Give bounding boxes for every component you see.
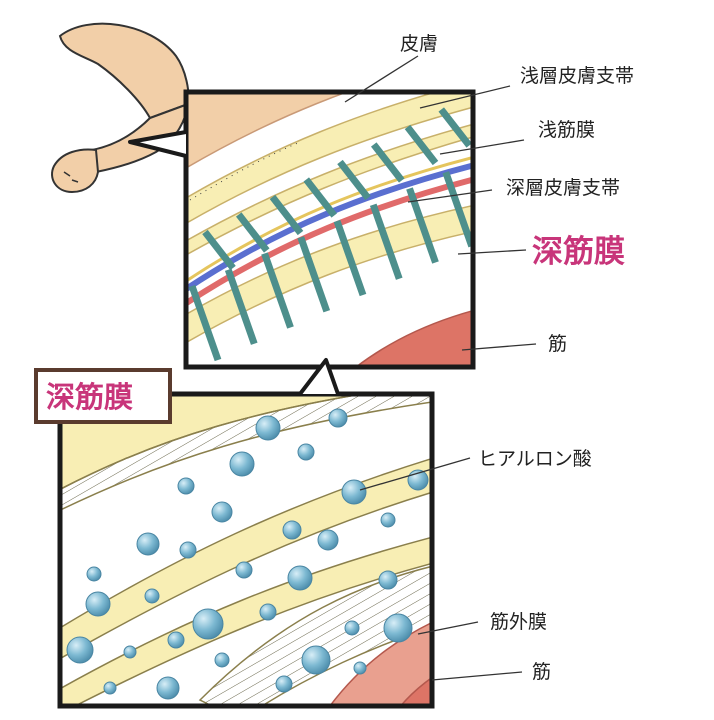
hyaluronic-droplet xyxy=(344,620,360,636)
label-superficial-fascia: 浅筋膜 xyxy=(538,119,595,141)
deep-retinaculum-fiber xyxy=(369,203,403,280)
hyaluronic-droplet xyxy=(353,661,367,675)
fascia-sublayer-middle xyxy=(60,457,432,660)
upper-magnified-section xyxy=(128,89,508,370)
hyaluronic-droplet xyxy=(235,561,253,579)
lower-magnified-section xyxy=(57,358,435,709)
hyaluronic-droplet xyxy=(378,570,398,590)
deep-fascia-layer xyxy=(186,204,473,344)
hyaluronic-droplet xyxy=(214,652,230,668)
label-skin: 皮膚 xyxy=(400,33,438,55)
upper-leader-lines xyxy=(344,55,537,351)
hyaluronic-droplet xyxy=(86,566,102,582)
superficial-retinaculum-fiber xyxy=(202,229,236,271)
label-hyaluronic-acid: ヒアルロン酸 xyxy=(478,448,592,470)
superficial-retinaculum-fiber xyxy=(303,177,338,218)
hyaluronic-droplet xyxy=(66,636,94,664)
hyaluronic-droplet xyxy=(103,681,117,695)
artery xyxy=(186,176,473,307)
hyaluronic-droplet xyxy=(192,608,224,640)
hyaluronic-droplet xyxy=(328,408,348,428)
deep-retinaculum-fiber xyxy=(297,236,331,313)
muscle-layer xyxy=(354,309,473,367)
label-deep-fascia: 深筋膜 xyxy=(532,234,625,270)
hyaluronic-droplet xyxy=(297,443,315,461)
hyaluronic-droplet xyxy=(282,520,302,540)
hyaluronic-droplet xyxy=(167,631,185,649)
label-deep-retinaculum: 深層皮膚支帯 xyxy=(506,177,620,199)
hatched-fascia-top xyxy=(60,394,432,512)
superficial-retinaculum-fiber xyxy=(472,93,473,96)
hyaluronic-droplet xyxy=(341,479,367,505)
hyaluronic-droplet xyxy=(287,565,313,591)
superficial-retinaculum-fiber xyxy=(337,159,371,201)
label-epimysium: 筋外膜 xyxy=(490,611,547,633)
deep-fascia-title-box xyxy=(34,368,172,424)
superficial-retinaculum-fiber xyxy=(438,107,473,148)
label-superficial-retinaculum: 浅層皮膚支帯 xyxy=(520,65,634,87)
superficial-retinaculum-fiber xyxy=(404,124,439,166)
hyaluronic-droplet xyxy=(275,675,293,693)
deep-retinaculum-fiber xyxy=(333,219,367,297)
hyaluronic-droplet xyxy=(380,512,396,528)
hyaluronic-droplet xyxy=(156,676,180,700)
lower-title: 深筋膜 xyxy=(46,380,133,414)
epimysium-layer xyxy=(329,621,432,706)
hyaluronic-droplet xyxy=(255,415,281,441)
hyaluronic-droplet xyxy=(177,477,195,495)
label-muscle-lower: 筋 xyxy=(532,661,551,683)
lower-box-frame xyxy=(57,391,435,709)
hyaluronic-droplet xyxy=(144,588,160,604)
deep-retinaculum-fiber xyxy=(482,156,508,230)
deep-retinaculum-fiber xyxy=(261,252,294,329)
retinaculum-fibers xyxy=(188,93,508,362)
label-muscle-upper: 筋 xyxy=(548,333,567,355)
fascia-sublayer-lower xyxy=(60,536,432,706)
hyaluronic-droplet xyxy=(211,501,233,523)
hyaluronic-droplet xyxy=(301,645,331,675)
hyaluronic-droplet xyxy=(123,645,137,659)
superficial-retinaculum-fiber xyxy=(269,194,304,236)
arm-illustration xyxy=(51,22,190,194)
deep-retinaculum-fiber xyxy=(224,268,258,345)
hyaluronic-droplet xyxy=(259,603,277,621)
hyaluronic-droplets xyxy=(66,408,429,700)
superficial-fascia-upper xyxy=(186,92,473,225)
hyaluronic-droplet xyxy=(317,529,339,551)
vein xyxy=(186,162,473,293)
upper-callout-pointer xyxy=(128,130,187,158)
hyaluronic-droplet xyxy=(229,451,255,477)
hyaluronic-droplet xyxy=(179,541,197,559)
deep-retinaculum-fiber xyxy=(442,171,473,248)
muscle-layer-lower xyxy=(399,676,432,706)
superficial-retinaculum-fiber xyxy=(235,212,270,253)
hyaluronic-droplet xyxy=(85,591,111,617)
lower-leader-lines xyxy=(359,457,523,681)
superficial-retinaculum-fiber xyxy=(370,142,405,183)
deep-retinaculum-fiber xyxy=(188,284,222,362)
hyaluronic-droplet xyxy=(136,532,160,556)
lower-callout-pointer xyxy=(298,358,340,396)
hyaluronic-droplet xyxy=(383,613,413,643)
